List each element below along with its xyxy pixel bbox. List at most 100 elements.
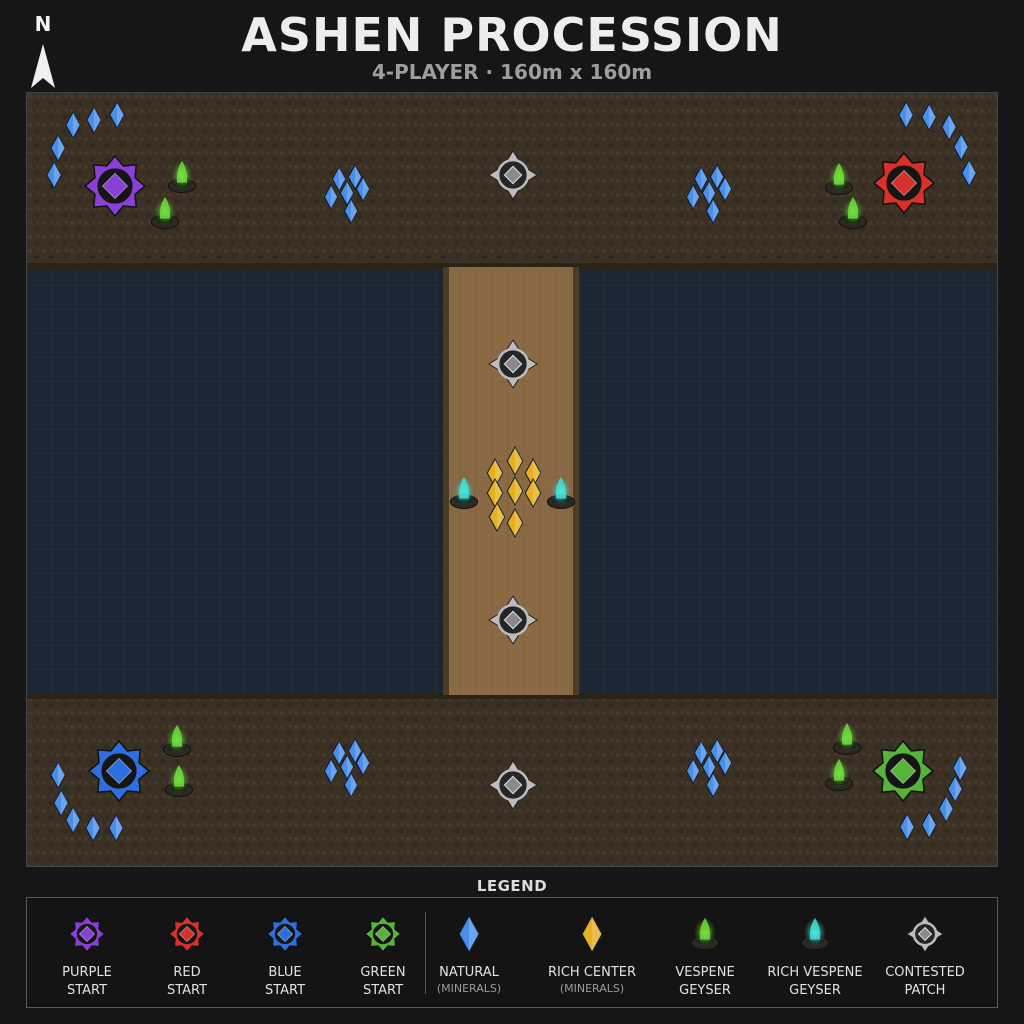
green-start-icon [363, 914, 403, 954]
legend-divider [425, 912, 426, 994]
legend-sublabel: (MINERALS) [559, 982, 625, 995]
natural-mineral-node [331, 739, 347, 767]
natural-mineral-node [701, 753, 717, 781]
natural-mineral-node [709, 163, 725, 191]
map-view[interactable] [26, 92, 998, 867]
natural-mineral-node [938, 794, 954, 824]
legend-title: LEGEND [476, 877, 548, 895]
vespene-geyser [150, 197, 180, 230]
green-start-location [871, 739, 935, 803]
contested-patch [488, 595, 538, 645]
legend-item-rich-mineral: RICH CENTER (MINERALS) [532, 898, 652, 1007]
rich-vespene-geyser [546, 477, 576, 510]
natural-mineral-node [53, 788, 69, 818]
map-subtitle: 4-PLAYER · 160m x 160m [371, 60, 653, 84]
legend-label: RICH CENTER [547, 965, 637, 980]
blue-start-icon [265, 914, 305, 954]
natural-mineral-node [961, 158, 977, 188]
natural-mineral-node [941, 112, 957, 142]
natural-mineral-node [685, 757, 701, 785]
natural-mineral-node [343, 771, 359, 799]
natural-mineral-node [355, 175, 371, 203]
natural-mineral-node [952, 753, 968, 783]
contested-patch [488, 150, 538, 200]
natural-mineral-node [705, 197, 721, 225]
north-label: N [34, 12, 52, 36]
legend-item-natural-mineral: NATURAL (MINERALS) [409, 898, 529, 1007]
purple-start-icon [67, 914, 107, 954]
natural-mineral-node [921, 102, 937, 132]
natural-mineral-node [85, 813, 101, 843]
red-start-icon [167, 914, 207, 954]
natural-mineral-node [899, 812, 915, 842]
vespene-geyser [824, 759, 854, 792]
legend-sublabel: (MINERALS) [436, 982, 502, 995]
vespene-geyser-icon [690, 918, 720, 951]
contested-patch-icon [906, 915, 944, 953]
natural-mineral-node [46, 160, 62, 190]
natural-mineral-node [693, 165, 709, 193]
natural-mineral-node [921, 810, 937, 840]
natural-mineral-icon [458, 914, 480, 954]
natural-mineral-node [947, 774, 963, 804]
rich-mineral-node [524, 477, 542, 509]
vespene-geyser [824, 163, 854, 196]
natural-mineral-node [109, 100, 125, 130]
rich-mineral-node [488, 501, 506, 533]
natural-mineral-node [685, 183, 701, 211]
purple-start-location [83, 154, 147, 218]
natural-mineral-node [347, 163, 363, 191]
natural-mineral-node [717, 749, 733, 777]
natural-mineral-node [331, 165, 347, 193]
natural-mineral-node [65, 805, 81, 835]
natural-mineral-node [709, 737, 725, 765]
vespene-geyser [162, 725, 192, 758]
rich-mineral-icon [581, 914, 603, 954]
natural-mineral-node [347, 737, 363, 765]
natural-mineral-node [323, 757, 339, 785]
natural-mineral-node [693, 739, 709, 767]
map-title: ASHEN PROCESSION [241, 8, 783, 62]
natural-mineral-node [355, 749, 371, 777]
red-start-location [872, 151, 936, 215]
natural-mineral-node [701, 179, 717, 207]
rich-vespene-geyser-icon [800, 918, 830, 951]
natural-mineral-node [323, 183, 339, 211]
blue-start-location [87, 739, 151, 803]
natural-mineral-node [898, 100, 914, 130]
rich-vespene-geyser [449, 477, 479, 510]
vespene-geyser [832, 723, 862, 756]
rich-mineral-node [506, 475, 524, 507]
legend-label: NATURAL [439, 965, 499, 980]
vespene-geyser [164, 765, 194, 798]
rich-mineral-node [506, 445, 524, 477]
natural-mineral-node [953, 132, 969, 162]
north-indicator: N [28, 12, 58, 88]
vespene-geyser [838, 197, 868, 230]
natural-mineral-node [343, 197, 359, 225]
natural-mineral-node [86, 105, 102, 135]
rich-mineral-node [506, 507, 524, 539]
natural-mineral-node [50, 760, 66, 790]
natural-mineral-node [108, 813, 124, 843]
vespene-geyser [167, 161, 197, 194]
natural-mineral-node [65, 110, 81, 140]
natural-mineral-node [339, 179, 355, 207]
natural-mineral-node [717, 175, 733, 203]
natural-mineral-node [705, 771, 721, 799]
contested-patch [488, 760, 538, 810]
